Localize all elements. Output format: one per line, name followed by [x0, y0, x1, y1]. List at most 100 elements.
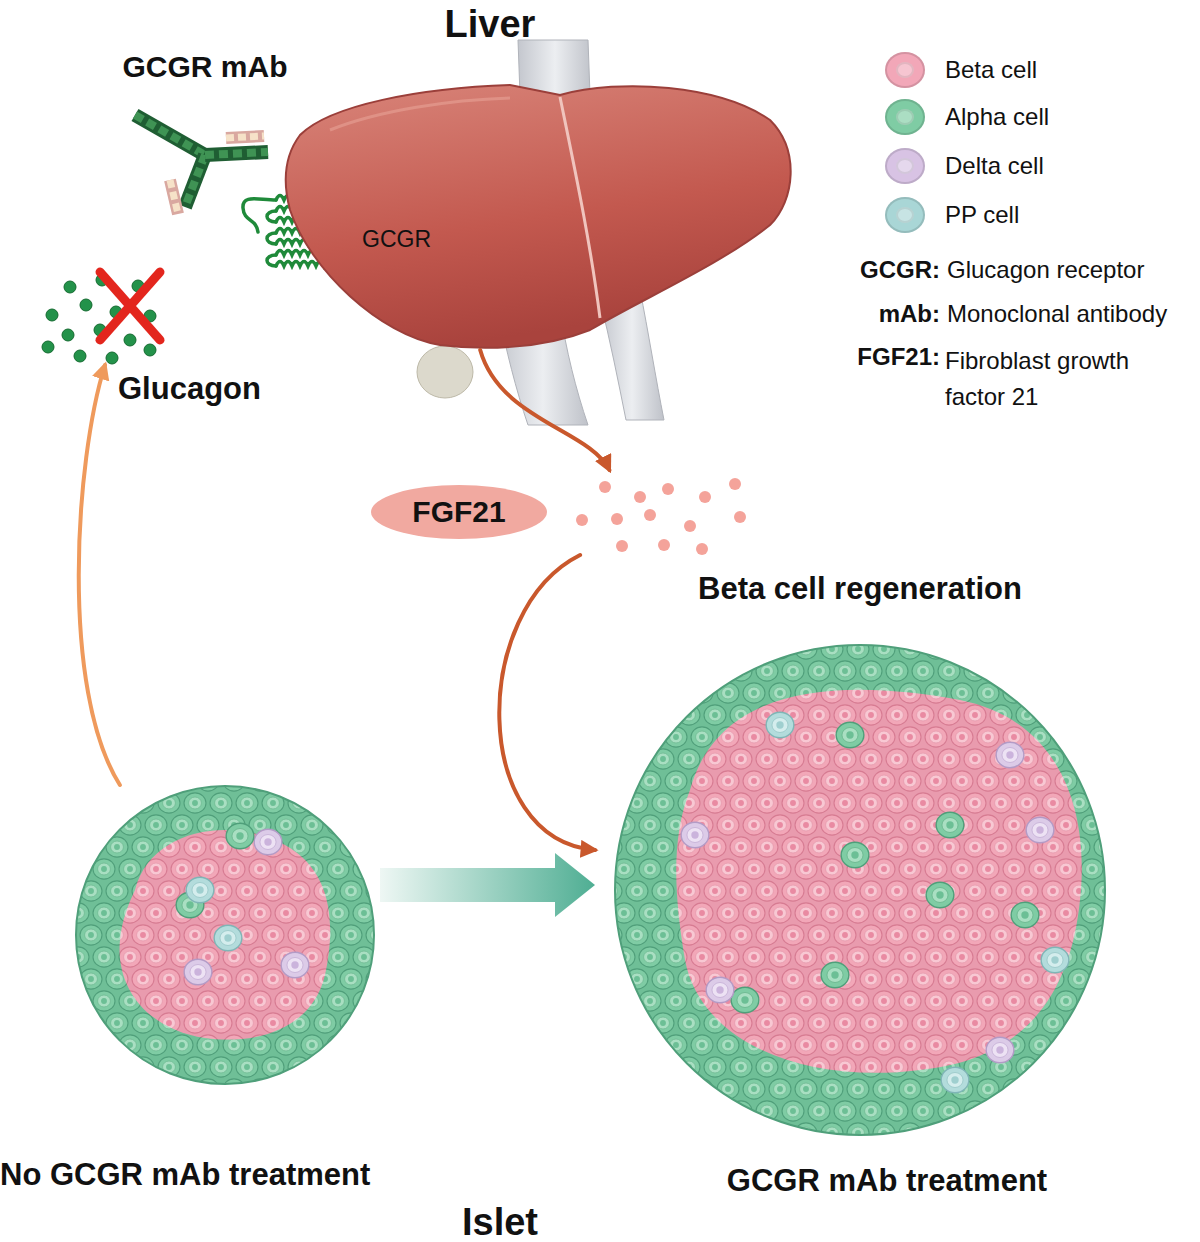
- node-label: GCGR mAb: [110, 50, 300, 84]
- illustration-part: [124, 334, 136, 346]
- abbreviation-definition: Fibroblast growth factor 21: [945, 343, 1180, 415]
- node-label: No GCGR mAb treatment: [0, 1157, 460, 1193]
- process-label: Beta cell regeneration: [698, 571, 1022, 607]
- illustration-part: [226, 823, 254, 848]
- illustration-part: [100, 272, 160, 340]
- illustration-part: [986, 1037, 1014, 1062]
- illustration-part: [184, 959, 212, 984]
- illustration-part: [696, 543, 708, 555]
- swatch-nucleus: [896, 207, 914, 223]
- swatch-nucleus: [896, 62, 914, 78]
- illustration-part: [729, 478, 741, 490]
- abbreviation-definition: Monoclonal antibody: [947, 300, 1167, 328]
- illustration-part: [135, 115, 205, 155]
- illustration-part: [135, 115, 268, 214]
- illustration-part: [330, 98, 510, 130]
- legend-swatch: [885, 52, 925, 88]
- illustration-part: [841, 842, 869, 867]
- illustration-part: [185, 155, 205, 207]
- illustration-part: [941, 1067, 969, 1092]
- illustration-part: [1041, 947, 1069, 972]
- legend-label: Alpha cell: [945, 103, 1049, 131]
- illustration-part: [286, 85, 791, 348]
- illustration-part: [74, 350, 86, 362]
- legend-label: Beta cell: [945, 56, 1037, 84]
- illustration-part: [64, 281, 76, 293]
- illustration-part: [281, 952, 309, 977]
- illustration-part: [185, 155, 205, 207]
- islet-treated: GCGR mAb treatment: [595, 640, 1125, 1140]
- node-label: GCGR mAb treatment: [622, 1163, 1152, 1199]
- illustration-part: [62, 329, 74, 341]
- abbreviation-term: GCGR:: [820, 256, 940, 284]
- illustration-part: [205, 152, 268, 155]
- glucagon-dots: [40, 265, 180, 365]
- illustration-part: [267, 233, 276, 244]
- legend-swatch: [885, 148, 925, 184]
- legend-swatch: [885, 99, 925, 135]
- illustration-part: [681, 822, 709, 847]
- illustration-part: [226, 136, 264, 138]
- illustration-part: [226, 136, 264, 138]
- illustration-part: [615, 645, 1105, 1135]
- illustration-part: [120, 830, 331, 1040]
- illustration-part: [42, 341, 54, 353]
- illustration-part: [996, 742, 1024, 767]
- curved-arrow: [499, 555, 595, 850]
- illustration-part: [734, 511, 746, 523]
- illustration-part: [267, 211, 276, 222]
- illustration-part: [821, 962, 849, 987]
- antibody-node: GCGR mAb: [110, 50, 300, 220]
- islet-large: [595, 640, 1125, 1140]
- illustration-part: [267, 255, 276, 266]
- illustration-part: [76, 786, 374, 1084]
- legend-swatch: [885, 197, 925, 233]
- illustration-part: [371, 485, 547, 539]
- illustration-part: [80, 299, 92, 311]
- liver-organ: Liver: [280, 75, 800, 350]
- node-label: Glucagon: [118, 371, 261, 407]
- illustration-part: [205, 152, 268, 155]
- swatch-nucleus: [896, 109, 914, 125]
- abbreviation-term: mAb:: [820, 300, 940, 328]
- illustration-part: [560, 97, 600, 318]
- illustration-part: [662, 483, 674, 495]
- illustration-part: [243, 199, 276, 232]
- block-arrow: [380, 853, 595, 917]
- abbreviation-definition: Glucagon receptor: [947, 256, 1144, 284]
- section-heading: Islet: [400, 1201, 600, 1242]
- illustration-part: [658, 539, 670, 551]
- illustration-part: [106, 352, 118, 364]
- illustration-part: [46, 309, 58, 321]
- receptor-label: GCGR: [362, 226, 431, 252]
- illustration-part: [684, 520, 696, 532]
- illustration-part: [254, 829, 282, 854]
- illustration-part: [616, 540, 628, 552]
- illustration-part: [135, 115, 205, 155]
- illustration-part: [170, 180, 178, 214]
- node-label: Liver: [340, 3, 640, 45]
- curved-arrow: [480, 350, 609, 470]
- illustration-part: [100, 272, 160, 340]
- illustration-part: [836, 722, 864, 747]
- illustration-part: [936, 812, 964, 837]
- illustration-part: [706, 977, 734, 1002]
- illustration-part: [634, 491, 646, 503]
- fgf21-node: FGF21: [370, 470, 750, 555]
- illustration-part: [1011, 902, 1039, 927]
- legend-label: PP cell: [945, 201, 1019, 229]
- abbreviation-term: FGF21:: [820, 343, 940, 371]
- illustration-part: [576, 514, 588, 526]
- illustration-part: [170, 180, 178, 214]
- node-label: FGF21: [370, 496, 548, 528]
- curved-arrow: [79, 365, 120, 785]
- illustration-part: [699, 491, 711, 503]
- illustration-part: [926, 882, 954, 907]
- swatch-nucleus: [896, 158, 914, 174]
- glucagon-node: Glucagon: [40, 265, 180, 365]
- illustration-part: [417, 346, 473, 398]
- illustration-part: [766, 712, 794, 737]
- illustration-part: [599, 481, 611, 493]
- illustration-part: [1026, 817, 1054, 842]
